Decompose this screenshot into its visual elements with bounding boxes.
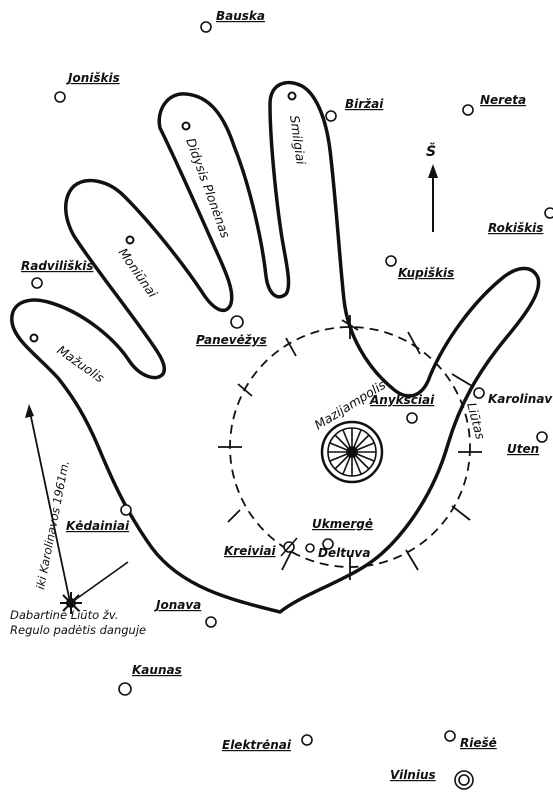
marker-bauska [200, 21, 212, 33]
marker-riese [444, 730, 456, 742]
label-panevezys: Panevėžys [196, 333, 267, 347]
marker-ukmerge [322, 538, 334, 550]
finger-label-moniunai: Moniūnai [116, 245, 161, 301]
star-note-line1: Dabartinė Liūto žv. [10, 608, 118, 622]
kreiviai-slash [280, 537, 298, 557]
north-label: Š [426, 142, 436, 160]
finger-label-smilgiai: Smilgiai [287, 114, 309, 166]
label-elektrenai: Elektrėnai [222, 738, 292, 752]
label-joniskis: Joniškis [66, 71, 120, 85]
label-birzai: Biržai [345, 97, 384, 111]
label-kupiskis: Kupiškis [398, 266, 454, 280]
finger-label-mazuolis: Mažuolis [54, 342, 107, 386]
marker-anyksciai [406, 412, 418, 424]
marker-utena [536, 431, 548, 443]
wheel-symbol [320, 420, 384, 484]
marker-nereta [462, 104, 474, 116]
marker-kaunas [118, 682, 132, 696]
label-ukmerge: Ukmergė [312, 517, 373, 531]
marker-karolinava [473, 387, 485, 399]
label-vilnius: Vilnius [390, 768, 436, 782]
label-nereta: Nereta [480, 93, 526, 107]
regulus-star-icon [60, 592, 82, 614]
label-kaunas: Kaunas [132, 663, 182, 677]
label-karolinava: Karolinav [488, 392, 553, 406]
marker-deltuva [305, 543, 315, 553]
marker-joniskis [54, 91, 66, 103]
town-markers [31, 21, 553, 790]
finger-label-didysis-plonenas: Didysis Plonėnas [183, 136, 233, 241]
marker-jonava [205, 616, 217, 628]
marker-birzai [325, 110, 337, 122]
circle-ticks [218, 315, 482, 580]
marker-vilnius-inner [458, 774, 470, 786]
star-note-line2: Regulo padėtis danguje [10, 623, 146, 637]
label-kreiviai: Kreiviai [224, 544, 277, 558]
hand-outline [10, 80, 541, 614]
label-bauska: Bauska [216, 9, 265, 23]
label-deltuva: Deltuva [318, 546, 370, 560]
marker-elektrenai [301, 734, 313, 746]
karolinava-arrow-icon [25, 404, 129, 603]
label-rokiskis: Rokiškis [488, 221, 543, 235]
label-utena: Uten [507, 442, 539, 456]
marker-panevezys [230, 315, 244, 329]
north-arrow-icon [428, 164, 438, 232]
marker-kupiskis [385, 255, 397, 267]
label-anyksciai: Anykščiai [369, 393, 435, 407]
marker-radviliskis [31, 277, 43, 289]
marker-rokiskis [544, 207, 553, 219]
label-kedainiai: Kėdainiai [66, 519, 130, 533]
label-radviliskis: Radviliškis [21, 259, 93, 273]
label-jonava: Jonava [154, 598, 201, 612]
finger-dots [29, 91, 297, 343]
marker-kedainiai [120, 504, 132, 516]
label-riese: Riešė [460, 736, 497, 750]
